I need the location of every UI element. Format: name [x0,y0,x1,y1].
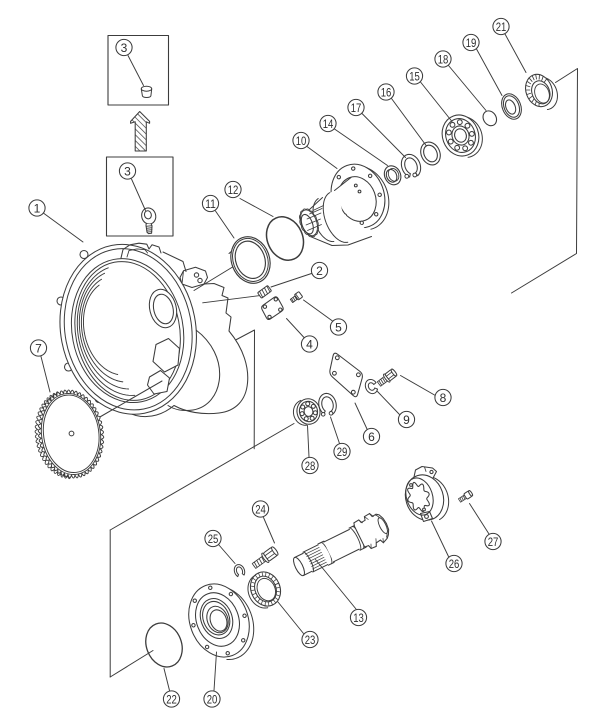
svg-text:9: 9 [403,413,410,427]
svg-text:12: 12 [228,183,239,197]
svg-text:14: 14 [323,117,334,131]
svg-text:7: 7 [35,341,42,355]
svg-text:16: 16 [381,85,392,99]
svg-text:20: 20 [207,692,218,706]
svg-text:1: 1 [34,201,41,215]
svg-text:21: 21 [496,20,507,34]
svg-text:17: 17 [351,101,362,115]
svg-text:4: 4 [306,337,313,351]
svg-text:11: 11 [205,197,216,211]
svg-text:2: 2 [316,264,323,278]
svg-text:8: 8 [440,391,447,405]
svg-text:13: 13 [353,611,364,625]
svg-text:18: 18 [438,52,449,66]
svg-text:24: 24 [255,502,266,516]
svg-text:6: 6 [368,430,375,444]
svg-text:28: 28 [305,459,316,473]
svg-text:29: 29 [337,445,348,459]
svg-text:10: 10 [296,134,307,148]
svg-text:25: 25 [208,532,219,546]
svg-text:22: 22 [166,692,177,706]
svg-text:27: 27 [488,535,499,549]
svg-text:5: 5 [335,320,342,334]
svg-text:19: 19 [466,36,477,50]
svg-text:23: 23 [305,633,316,647]
svg-text:3: 3 [124,164,131,178]
svg-text:26: 26 [449,557,460,571]
svg-text:15: 15 [409,69,420,83]
svg-text:3: 3 [121,41,128,55]
